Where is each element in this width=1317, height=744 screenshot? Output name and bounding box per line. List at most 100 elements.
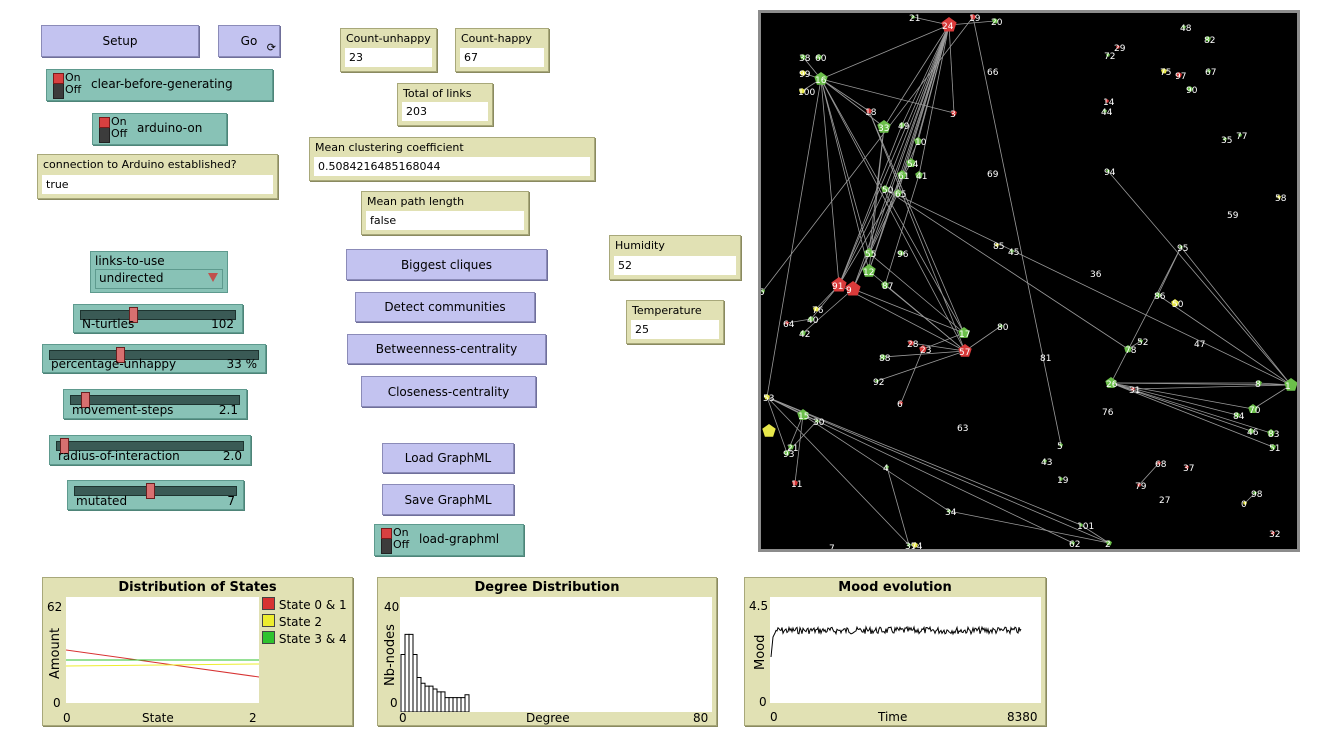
turtle-node[interactable] xyxy=(1010,249,1014,253)
turtle-node[interactable] xyxy=(1182,25,1186,29)
turtle-node[interactable] xyxy=(908,340,914,346)
turtle-node[interactable] xyxy=(784,450,790,456)
chooser-select[interactable]: undirected xyxy=(95,269,223,289)
slider-knob[interactable] xyxy=(59,438,69,454)
turtle-node[interactable] xyxy=(898,250,904,256)
turtle-node[interactable] xyxy=(1248,404,1258,413)
turtle-node[interactable] xyxy=(831,277,847,292)
load-graphml-button[interactable]: Load GraphML xyxy=(382,443,514,473)
turtle-node[interactable] xyxy=(800,330,806,336)
detect-communities-button[interactable]: Detect communities xyxy=(355,292,535,322)
turtle-node[interactable] xyxy=(1106,53,1110,57)
turtle-node[interactable] xyxy=(897,170,907,179)
turtle-node[interactable] xyxy=(1161,68,1167,74)
turtle-node[interactable] xyxy=(1284,378,1297,391)
turtle-node[interactable] xyxy=(1139,339,1143,343)
turtle-node[interactable] xyxy=(785,321,789,325)
turtle-node[interactable] xyxy=(1248,428,1254,434)
turtle-node[interactable] xyxy=(761,289,765,293)
turtle-node[interactable] xyxy=(1079,523,1083,527)
turtle-node[interactable] xyxy=(800,54,806,60)
turtle-node[interactable] xyxy=(1256,380,1262,386)
turtle-node[interactable] xyxy=(866,108,872,114)
turtle-node[interactable] xyxy=(880,354,886,360)
movement-steps-slider[interactable]: movement-steps 2.1 xyxy=(63,389,247,419)
turtle-node[interactable] xyxy=(912,542,918,548)
turtle-node[interactable] xyxy=(1277,195,1281,199)
turtle-node[interactable] xyxy=(1105,99,1109,103)
turtle-node[interactable] xyxy=(762,424,776,437)
turtle-node[interactable] xyxy=(907,543,911,547)
turtle-node[interactable] xyxy=(877,120,891,133)
turtle-node[interactable] xyxy=(1253,491,1257,495)
turtle-node[interactable] xyxy=(992,18,998,24)
turtle-node[interactable] xyxy=(1043,459,1047,463)
turtle-node[interactable] xyxy=(999,324,1003,328)
turtle-node[interactable] xyxy=(894,189,902,197)
turtle-node[interactable] xyxy=(970,14,976,20)
turtle-node[interactable] xyxy=(919,345,927,353)
radius-of-interaction-slider[interactable]: radius-of-interaction 2.0 xyxy=(49,435,251,465)
turtle-node[interactable] xyxy=(797,409,809,420)
turtle-node[interactable] xyxy=(881,281,889,289)
turtle-node[interactable] xyxy=(1059,443,1063,447)
n-turtles-slider[interactable]: N-turtles 102 xyxy=(73,304,243,333)
slider-knob[interactable] xyxy=(115,347,125,363)
mutated-slider[interactable]: mutated 7 xyxy=(67,480,244,510)
turtle-node[interactable] xyxy=(845,281,861,296)
turtle-node[interactable] xyxy=(1205,36,1211,42)
turtle-node[interactable] xyxy=(951,110,957,116)
turtle-node[interactable] xyxy=(788,444,794,450)
turtle-node[interactable] xyxy=(1071,541,1075,545)
turtle-node[interactable] xyxy=(1223,137,1227,141)
turtle-node[interactable] xyxy=(1171,299,1179,307)
turtle-node[interactable] xyxy=(1179,245,1183,249)
turtle-node[interactable] xyxy=(1234,412,1240,418)
turtle-node[interactable] xyxy=(1059,477,1063,481)
turtle-node[interactable] xyxy=(911,15,915,19)
turtle-node[interactable] xyxy=(1157,461,1161,465)
turtle-node[interactable] xyxy=(1270,444,1276,450)
betweenness-centrality-button[interactable]: Betweenness-centrality xyxy=(347,334,546,364)
turtle-node[interactable] xyxy=(800,70,806,76)
turtle-node[interactable] xyxy=(1185,465,1189,469)
turtle-node[interactable] xyxy=(915,171,923,179)
turtle-node[interactable] xyxy=(1155,292,1161,298)
turtle-node[interactable] xyxy=(816,54,822,60)
turtle-node[interactable] xyxy=(799,88,805,94)
turtle-node[interactable] xyxy=(1105,377,1117,388)
turtle-node[interactable] xyxy=(808,316,814,322)
turtle-node[interactable] xyxy=(1267,429,1275,437)
turtle-node[interactable] xyxy=(1176,72,1182,78)
turtle-node[interactable] xyxy=(941,17,957,32)
turtle-node[interactable] xyxy=(1137,483,1141,487)
turtle-node[interactable] xyxy=(814,72,828,85)
turtle-node[interactable] xyxy=(881,185,889,193)
turtle-node[interactable] xyxy=(1103,109,1107,113)
turtle-node[interactable] xyxy=(914,137,922,145)
turtle-node[interactable] xyxy=(1106,540,1112,546)
turtle-node[interactable] xyxy=(815,419,819,423)
turtle-node[interactable] xyxy=(1243,501,1247,505)
setup-button[interactable]: Setup xyxy=(41,25,199,57)
turtle-node[interactable] xyxy=(958,344,972,357)
turtle-node[interactable] xyxy=(1187,86,1193,92)
turtle-node[interactable] xyxy=(864,248,874,257)
percentage-unhappy-slider[interactable]: percentage-unhappy 33 % xyxy=(42,344,266,373)
closeness-centrality-button[interactable]: Closeness-centrality xyxy=(361,376,536,407)
biggest-cliques-button[interactable]: Biggest cliques xyxy=(346,249,547,280)
turtle-node[interactable] xyxy=(1116,45,1120,49)
slider-knob[interactable] xyxy=(145,483,155,499)
turtle-node[interactable] xyxy=(1238,133,1242,137)
turtle-node[interactable] xyxy=(792,480,798,486)
turtle-node[interactable] xyxy=(1124,345,1132,353)
turtle-node[interactable] xyxy=(899,122,905,128)
turtle-node[interactable] xyxy=(899,401,903,405)
turtle-node[interactable] xyxy=(862,264,876,277)
turtle-node[interactable] xyxy=(1271,531,1275,535)
turtle-node[interactable] xyxy=(1106,169,1110,173)
turtle-node[interactable] xyxy=(885,465,889,469)
